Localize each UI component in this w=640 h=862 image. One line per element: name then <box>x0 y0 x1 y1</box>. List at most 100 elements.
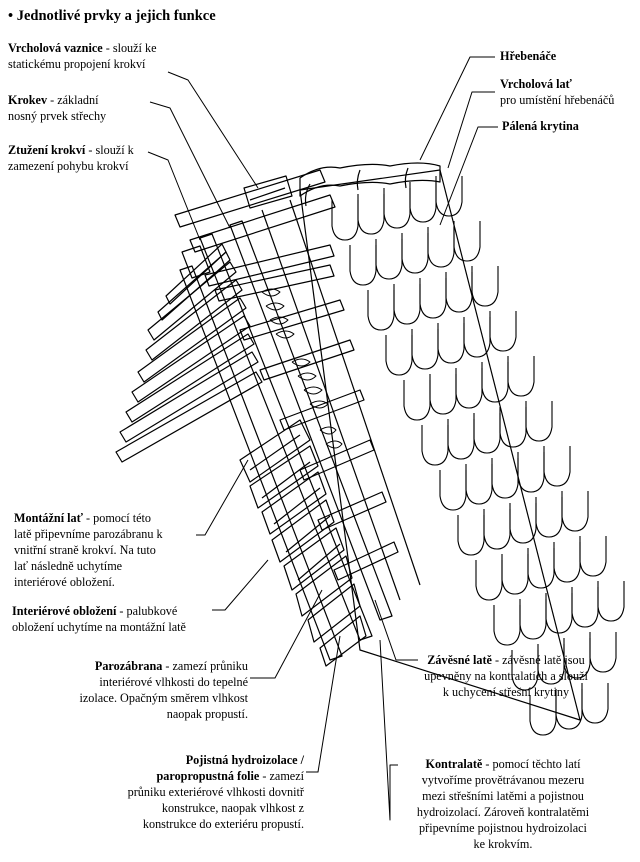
clay-tile <box>501 554 529 595</box>
clay-tile <box>435 176 463 217</box>
label-hrebenace-name: Hřebenáče <box>500 49 557 63</box>
clay-tile <box>553 542 581 583</box>
label-montazni-lat: Montážní lať - pomocí této latě připevní… <box>14 510 163 590</box>
label-pojistna-name: Pojistná hydroizolace / <box>185 753 304 767</box>
label-ztuzeni: Ztužení krokví - slouží k zamezení pohyb… <box>8 142 134 174</box>
label-parozabrana: Parozábrana - zamezí průniku interiérové… <box>40 658 248 722</box>
insulation <box>261 288 343 449</box>
label-montazni-lat-l5: interiérové obložení. <box>14 575 115 589</box>
clay-tile <box>367 290 395 331</box>
clay-tile <box>529 695 557 736</box>
interior-cladding-boards <box>115 243 263 463</box>
label-kontralate-l4: hydroizolací. Zároveň kontralatěmi <box>416 805 590 819</box>
clay-tile <box>581 683 609 724</box>
clay-tile <box>489 311 517 352</box>
label-parozabrana-l2: interiérové vlhkosti do tepelné <box>99 675 248 689</box>
clay-tile <box>563 638 591 679</box>
clay-tile <box>421 425 449 466</box>
label-parozabrana-name: Parozábrana <box>94 659 163 673</box>
label-montazni-lat-desc: - pomocí této <box>82 511 152 525</box>
label-kontralate-desc: - pomocí těchto latí <box>482 757 581 771</box>
clay-tile <box>481 362 509 403</box>
membrane-edge <box>299 169 581 721</box>
leader-lines <box>147 56 498 821</box>
label-kontralate-l2: vytvoříme provětrávanou mezeru <box>421 773 585 787</box>
label-interierove: Interiérové obložení - palubkové obložen… <box>12 603 186 635</box>
clay-tile <box>331 200 359 241</box>
label-pojistna-desc: - zamezí <box>259 769 304 783</box>
clay-tile <box>409 182 437 223</box>
label-vrcholova-lat-name: Vrcholová lať <box>500 77 572 91</box>
label-vrcholova-lat-desc2: pro umístění hřebenáčů <box>500 93 615 107</box>
clay-tile <box>543 446 571 487</box>
clay-tile <box>519 599 547 640</box>
clay-tile <box>579 536 607 577</box>
clay-tile <box>411 329 439 370</box>
label-pojistna-name2: paropropustná folie <box>156 769 260 783</box>
clay-tile <box>385 335 413 376</box>
ridge-tiles <box>299 162 441 207</box>
label-interierove-name: Interiérové obložení <box>12 604 117 618</box>
clay-tile <box>509 503 537 544</box>
clay-tile <box>463 317 491 358</box>
label-pojistna-l5: konstrukce do exteriéru propustí. <box>142 817 304 831</box>
clay-tile <box>537 644 565 685</box>
clay-tile <box>401 233 429 274</box>
label-pojistna-l4: konstrukce, naopak vlhkost z <box>161 801 304 815</box>
clay-tile <box>349 245 377 286</box>
clay-tile <box>427 227 455 268</box>
clay-tile <box>527 548 555 589</box>
label-montazni-lat-l2: latě připevníme parozábranu k <box>14 527 163 541</box>
clay-tile <box>471 266 499 307</box>
label-interierove-desc: - palubkové <box>116 604 178 618</box>
clay-tile <box>597 581 625 622</box>
label-kontralate-name: Kontralatě <box>425 757 483 771</box>
clay-tile <box>403 380 431 421</box>
clay-tile <box>457 515 485 556</box>
label-montazni-lat-l3: vnitřní straně krokví. Na tuto <box>14 543 156 557</box>
clay-tile <box>545 593 573 634</box>
label-zavesne-l3: k uchycení střešní krytiny <box>442 685 570 699</box>
label-kontralate-l5: připevníme pojistnou hydroizolaci <box>419 821 587 835</box>
clay-tile <box>465 464 493 505</box>
clay-tile <box>535 497 563 538</box>
label-krokev-desc: - základní <box>47 93 99 107</box>
label-vrcholova-lat: Vrcholová lať pro umístění hřebenáčů <box>500 76 614 108</box>
clay-tile <box>525 401 553 442</box>
clay-tile <box>555 689 583 730</box>
label-zavesne-name: Závěsné latě <box>427 653 492 667</box>
clay-tile <box>447 419 475 460</box>
page-title: • Jednotlivé prvky a jejich funkce <box>8 8 216 24</box>
label-zavesne-l2: upevněny na kontralatích a slouží <box>424 669 588 683</box>
clay-tile <box>419 278 447 319</box>
clay-tile <box>493 605 521 646</box>
clay-tile <box>357 194 385 235</box>
label-ztuzeni-desc2: zamezení pohybu krokví <box>8 159 129 173</box>
label-parozabrana-desc: - zamezí průniku <box>162 659 248 673</box>
label-zavesne-desc: - závěsné latě jsou <box>491 653 585 667</box>
label-parozabrana-l4: naopak propustí. <box>166 707 248 721</box>
label-montazni-lat-l4: lať následně uchytíme <box>14 559 123 573</box>
clay-tile <box>475 560 503 601</box>
clay-tile <box>439 470 467 511</box>
clay-tile <box>491 458 519 499</box>
label-vrcholova-vaznice-desc: - slouží ke <box>102 41 157 55</box>
label-kontralate: Kontralatě - pomocí těchto latí vytvořím… <box>390 756 616 852</box>
clay-tile <box>561 491 589 532</box>
label-krokev-desc2: nosný prvek střechy <box>8 109 107 123</box>
clay-tile <box>393 284 421 325</box>
clay-tile <box>517 452 545 493</box>
clay-tile <box>445 272 473 313</box>
label-kontralate-l3: mezi střešními latěmi a pojistnou <box>422 789 584 803</box>
clay-tile <box>437 323 465 364</box>
label-ztuzeni-desc: - slouží k <box>85 143 134 157</box>
label-palena-krytina: Pálená krytina <box>502 118 579 134</box>
clay-tile <box>511 650 539 691</box>
label-palena-krytina-name: Pálená krytina <box>502 119 579 133</box>
clay-tile <box>455 368 483 409</box>
label-vrcholova-vaznice-desc2: statickému propojení krokví <box>8 57 146 71</box>
label-zavesne: Závěsné latě - závěsné latě jsou upevněn… <box>386 652 626 700</box>
clay-tile <box>429 374 457 415</box>
label-montazni-lat-name: Montážní lať <box>14 511 83 525</box>
